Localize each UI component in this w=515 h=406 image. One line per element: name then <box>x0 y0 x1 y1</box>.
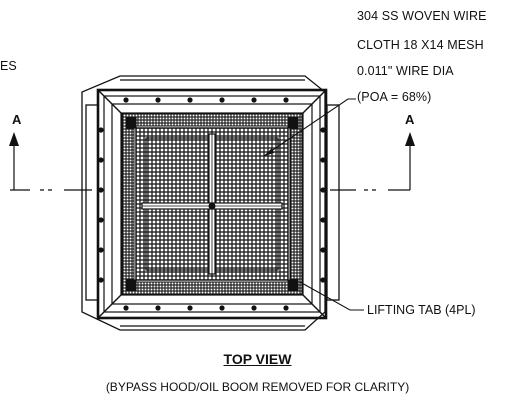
bolt-hole <box>219 97 225 103</box>
bolt-hole <box>320 277 326 283</box>
mesh-leader-arrowhead <box>264 148 274 156</box>
section-line <box>10 138 411 191</box>
outer-flange <box>81 75 340 331</box>
perimeter-grille <box>121 113 303 295</box>
mesh-spec-line-4: (POA = 68%) <box>357 90 432 104</box>
bolt-holes <box>98 97 326 311</box>
lifting-tabs <box>125 117 299 291</box>
bolt-hole <box>320 247 326 253</box>
bolt-hole <box>320 217 326 223</box>
view-subtitle: (BYPASS HOOD/OIL BOOM REMOVED FOR CLARIT… <box>105 380 410 394</box>
bolt-hole <box>320 187 326 193</box>
leader-lines <box>263 98 364 311</box>
bolt-hole <box>187 97 193 103</box>
bolt-hole <box>155 97 161 103</box>
section-arrow-left <box>9 132 19 146</box>
section-arrow-right <box>405 132 415 146</box>
bolt-hole <box>320 157 326 163</box>
lifting-tab-label: LIFTING TAB (4PL) <box>367 303 476 317</box>
bolt-hole <box>219 305 225 311</box>
mesh-spec-line-3: 0.011" WIRE DIA <box>357 64 454 78</box>
bolt-hole <box>98 217 104 223</box>
bolt-hole <box>98 187 104 193</box>
bolt-hole <box>283 97 289 103</box>
bolt-hole <box>283 305 289 311</box>
section-marker-left: A <box>12 112 22 127</box>
cut-off-label: ES <box>0 59 17 73</box>
bolt-hole <box>251 97 257 103</box>
bolt-hole <box>187 305 193 311</box>
view-title: TOP VIEW <box>223 351 292 367</box>
bolt-hole <box>98 157 104 163</box>
bolt-hole <box>98 247 104 253</box>
bolt-hole <box>155 305 161 311</box>
mesh-spec-line-1: 304 SS WOVEN WIRE <box>357 9 487 23</box>
bolt-hole <box>320 127 326 133</box>
section-marker-right: A <box>405 112 415 127</box>
cross-stiffener <box>141 133 283 275</box>
bolt-hole <box>123 305 129 311</box>
mesh-spec-line-2: CLOTH 18 X14 MESH <box>357 38 484 52</box>
bolt-hole <box>98 127 104 133</box>
bolt-hole <box>123 97 129 103</box>
bolt-hole <box>251 305 257 311</box>
bolt-hole <box>98 277 104 283</box>
